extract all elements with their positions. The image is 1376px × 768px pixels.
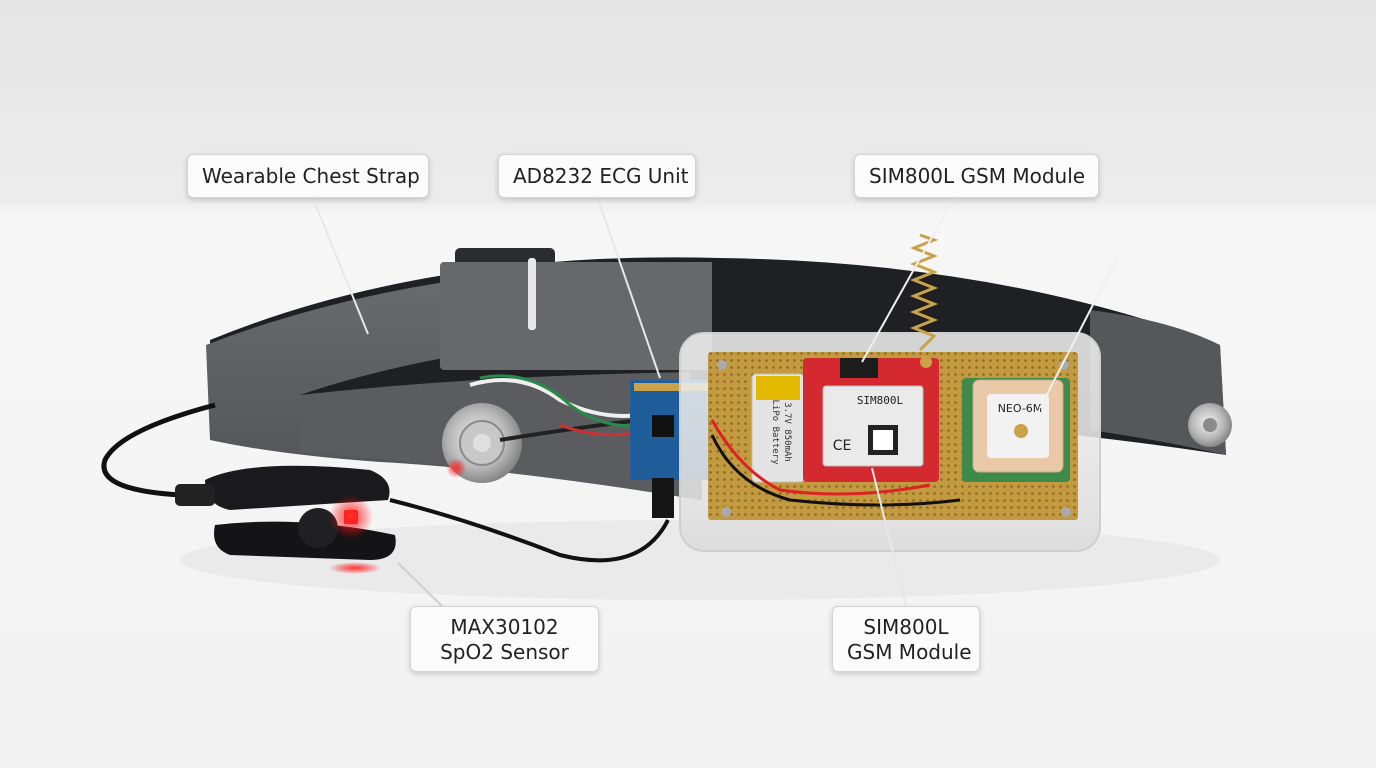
leader-gsm-top xyxy=(861,195,956,363)
callout-ecg-unit-text: AD8232 ECG Unit xyxy=(513,164,689,188)
callout-gsm-top-text: SIM800L GSM Module xyxy=(869,164,1086,188)
sim-card-slot xyxy=(840,358,878,378)
leader-spo2 xyxy=(397,562,443,607)
electrode-led-glow xyxy=(446,458,466,478)
finger-clip-button xyxy=(298,508,338,548)
battery-tape xyxy=(756,376,800,400)
screw-br xyxy=(1061,507,1071,517)
strap-adjuster xyxy=(440,262,712,370)
board-wire-black xyxy=(710,434,961,507)
electrode-snap-core xyxy=(473,434,491,452)
screw-tl xyxy=(717,360,727,370)
spo2-cable xyxy=(101,402,216,498)
antenna-base xyxy=(920,356,932,368)
ecg-chip xyxy=(652,415,674,437)
callout-chest-strap-text: Wearable Chest Strap xyxy=(202,164,420,188)
leader-ecg xyxy=(596,195,661,379)
callout-spo2: MAX30102 SpO2 Sensor xyxy=(410,606,599,672)
callout-spo2-line1: MAX30102 xyxy=(450,615,559,639)
callout-chest-strap: Wearable Chest Strap xyxy=(187,154,429,198)
screw-bl xyxy=(721,507,731,517)
ecg-header xyxy=(652,478,674,518)
finger-clip-hinge xyxy=(175,484,215,506)
right-snap-center xyxy=(1203,418,1217,432)
sim800l-qr-inner xyxy=(873,430,893,450)
spo2-led-reflection xyxy=(329,562,381,574)
sim800l-ce-mark: CE xyxy=(833,438,852,454)
gps-module-text: NEO-6M xyxy=(998,402,1043,415)
leader-gsm-bottom xyxy=(871,467,907,607)
leader-gps-dot xyxy=(1113,253,1121,261)
buckle-bar xyxy=(528,258,536,330)
callout-gsm-top: SIM800L GSM Module xyxy=(854,154,1099,198)
leader-chest-strap xyxy=(311,195,369,335)
callout-gsm-bottom-line1: SIM800L xyxy=(863,615,949,639)
antenna-coil xyxy=(909,233,939,352)
callout-gsm-bottom-line2: GSM Module xyxy=(847,640,972,664)
callout-spo2-line2: SpO2 Sensor xyxy=(440,640,569,664)
callout-ecg-unit: AD8232 ECG Unit xyxy=(498,154,696,198)
ecg-leads xyxy=(499,418,641,442)
ecg-board-pins xyxy=(634,383,708,391)
gps-feed-point xyxy=(1014,424,1028,438)
ecg-wire-white xyxy=(469,378,641,418)
battery-label-2: LiPo Battery xyxy=(770,399,780,465)
sim800l-chip-text: SIM800L xyxy=(857,394,904,407)
board-wire-red xyxy=(710,419,931,496)
callout-gsm-bottom: SIM800L GSM Module xyxy=(832,606,980,672)
battery-label-1: 3.7V 850mAh xyxy=(782,402,792,462)
spo2-cable-to-board xyxy=(389,498,670,563)
ecg-wire-green xyxy=(479,374,641,428)
spo2-led-glow xyxy=(329,495,373,539)
leader-gps xyxy=(1039,257,1118,409)
